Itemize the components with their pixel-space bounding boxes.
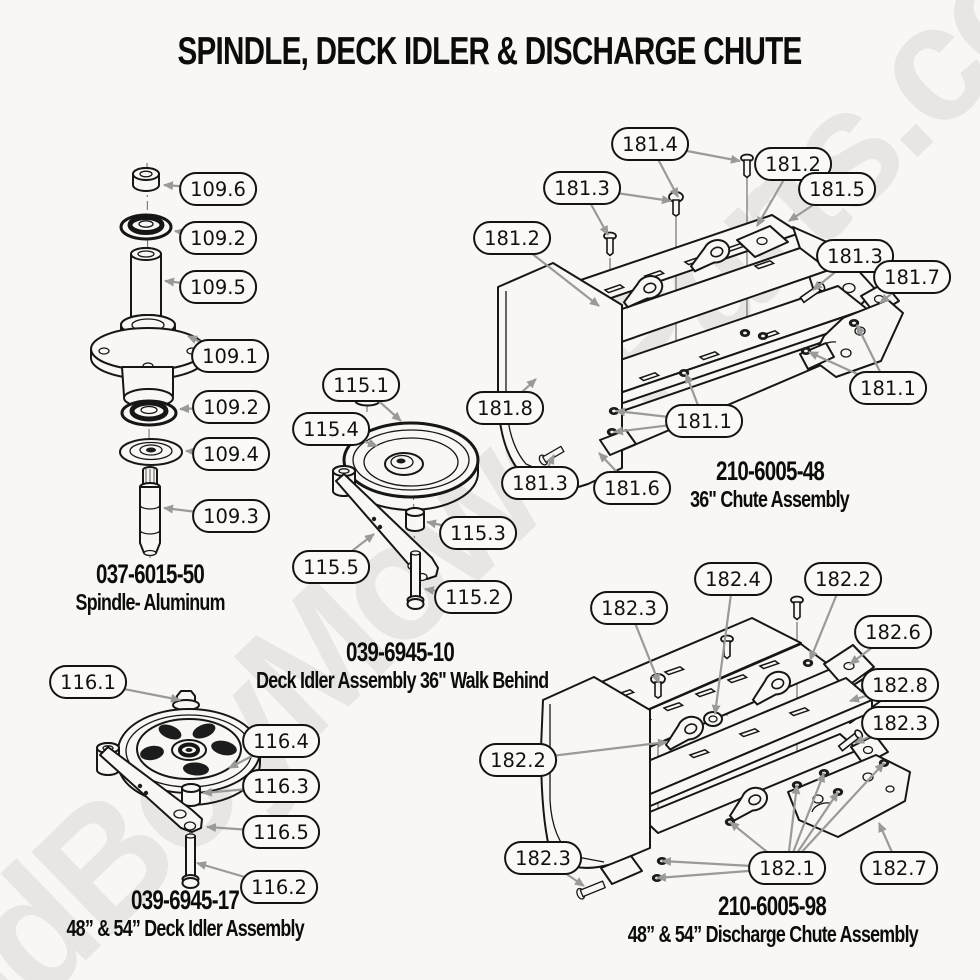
label-spindle-aluminum: 037-6015-50 Spindle- Aluminum (30, 559, 270, 616)
callout-182.4: 182.4 (694, 562, 772, 596)
callout-arrow (786, 762, 885, 869)
callout-182.3: 182.3 (504, 841, 582, 875)
callout-109.4: 109.4 (192, 437, 270, 471)
callout-181.4: 181.4 (611, 127, 689, 161)
callout-109.2: 109.2 (179, 221, 257, 255)
callout-116.5: 116.5 (242, 815, 320, 849)
callout-115.1: 115.1 (322, 368, 400, 402)
label-discharge-chute-48-54: 210-6005-98 48” & 54” Discharge Chute As… (565, 891, 980, 948)
callout-182.7: 182.7 (860, 851, 938, 885)
callout-109.1: 109.1 (191, 339, 269, 373)
callout-182.6: 182.6 (854, 615, 932, 649)
part-name: Deck Idler Assembly 36" Walk Behind (256, 667, 549, 694)
part-number: 210-6005-48 (715, 456, 825, 486)
callout-115.2: 115.2 (434, 580, 512, 614)
part-number: 037-6015-50 (95, 559, 205, 589)
callout-109.6: 109.6 (179, 172, 257, 206)
callout-109.5: 109.5 (179, 270, 257, 304)
callout-109.3: 109.3 (192, 499, 270, 533)
part-name: 48” & 54” Discharge Chute Assembly (627, 921, 918, 948)
spindle-drawing (90, 162, 206, 561)
callout-182.3: 182.3 (590, 591, 668, 625)
callout-182.3: 182.3 (861, 706, 939, 740)
callout-116.4: 116.4 (242, 724, 320, 758)
part-name: 48” & 54” Deck Idler Assembly (66, 915, 304, 942)
page-title-text: SPINDLE, DECK IDLER & DISCHARGE CHUTE (177, 30, 803, 73)
part-number: 039-6945-17 (130, 885, 240, 915)
callout-182.2: 182.2 (479, 743, 557, 777)
callout-181.5: 181.5 (798, 172, 876, 206)
deck-idler-48-54-drawing (96, 690, 261, 889)
callout-181.8: 181.8 (466, 391, 544, 425)
callout-181.1: 181.1 (849, 371, 927, 405)
callout-116.1: 116.1 (49, 665, 127, 699)
callout-181.3: 181.3 (501, 466, 579, 500)
part-number: 210-6005-98 (718, 891, 827, 921)
callout-109.2: 109.2 (192, 390, 270, 424)
part-number: 039-6945-10 (345, 637, 455, 667)
callout-181.6: 181.6 (593, 471, 671, 505)
page-title: SPINDLE, DECK IDLER & DISCHARGE CHUTE (0, 30, 980, 74)
callout-182.1: 182.1 (748, 851, 826, 885)
part-name: 36" Chute Assembly (690, 486, 851, 513)
deck-idler-36-drawing (332, 384, 480, 613)
callout-181.1: 181.1 (665, 404, 743, 438)
label-chute-36: 210-6005-48 36" Chute Assembly (630, 456, 910, 513)
callout-115.3: 115.3 (439, 516, 517, 550)
callout-115.4: 115.4 (292, 412, 370, 446)
label-deck-idler-48-54: 039-6945-17 48” & 54” Deck Idler Assembl… (20, 885, 350, 942)
callout-116.3: 116.3 (242, 769, 320, 803)
part-name: Spindle- Aluminum (75, 589, 225, 616)
callout-181.7: 181.7 (873, 260, 951, 294)
callout-182.2: 182.2 (804, 562, 882, 596)
callout-181.2: 181.2 (473, 221, 551, 255)
callout-115.5: 115.5 (292, 550, 370, 584)
callout-116.2: 116.2 (240, 870, 318, 904)
callout-181.3: 181.3 (543, 171, 621, 205)
callout-182.8: 182.8 (861, 668, 939, 702)
callout-arrow (711, 578, 735, 715)
label-deck-idler-36: 039-6945-10 Deck Idler Assembly 36" Walk… (210, 637, 590, 694)
